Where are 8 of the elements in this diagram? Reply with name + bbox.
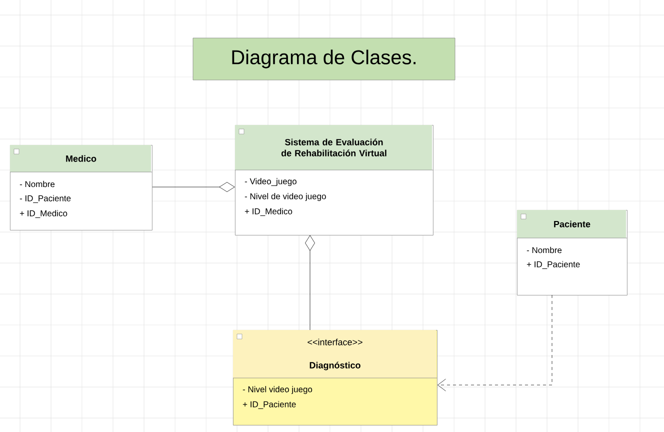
connector xyxy=(438,294,552,392)
class-box: <<interface>> Diagnóstico - Nivel video juego + ID_Paciente xyxy=(232,330,438,426)
connector xyxy=(305,235,315,330)
class-box: Paciente - Nombre + ID_Paciente xyxy=(516,210,628,296)
connector xyxy=(152,182,235,192)
class-box: Sistema de Evaluación de Rehabilitación Virtual - Video_juego - Nivel de video juego + ID_Medico xyxy=(234,125,434,236)
title-box: Diagrama de Clases. xyxy=(192,38,456,80)
class-box: Medico - Nombre - ID_Paciente + ID_Medico xyxy=(10,145,152,230)
